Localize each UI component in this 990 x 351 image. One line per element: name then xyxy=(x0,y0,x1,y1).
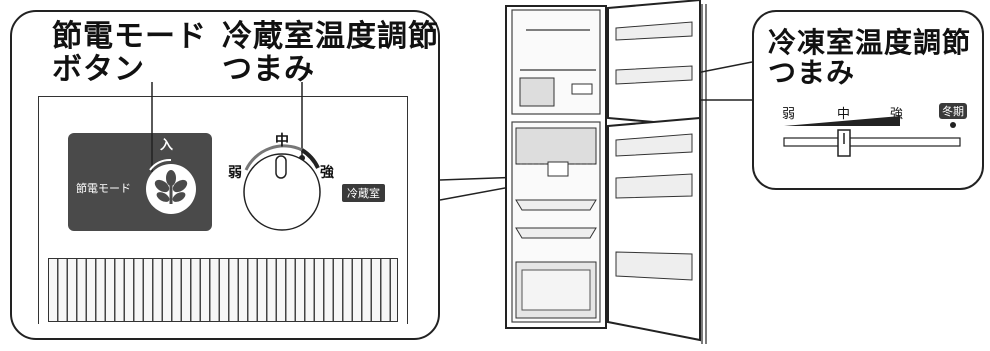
knob-strong-label: 強 xyxy=(320,165,334,181)
fridge-temp-knob-title: 冷蔵室温度調節 つまみ xyxy=(222,20,439,86)
save-mode-label: 節電モード xyxy=(76,182,131,195)
leaf-icon xyxy=(154,170,188,204)
fridge-knob-title-line2: つまみ xyxy=(222,52,315,87)
scale-weak-label: 弱 xyxy=(782,107,796,122)
vent-grille xyxy=(48,258,398,322)
fridge-illustration xyxy=(505,0,707,344)
right-callout-box xyxy=(752,10,984,190)
scale-mid-label: 中 xyxy=(837,107,851,122)
freezer-knob-title-line1: 冷凍室温度調節 xyxy=(768,26,972,59)
save-mode-button-title: 節電モード ボタン xyxy=(52,20,207,86)
fridge-temp-knob[interactable] xyxy=(232,140,332,236)
knob-mid-label: 中 xyxy=(275,133,289,149)
freezer-knob-title: 冷凍室温度調節 つまみ xyxy=(768,28,971,88)
freezer-slider[interactable] xyxy=(770,114,970,164)
save-mode-title-line2: ボタン xyxy=(52,52,145,87)
knob-weak-label: 弱 xyxy=(228,165,242,181)
save-mode-title-line1: 節電モード xyxy=(52,19,207,54)
save-mode-button[interactable] xyxy=(140,158,202,220)
on-label: 入 xyxy=(160,138,174,153)
fridge-knob-title-line1: 冷蔵室温度調節 xyxy=(222,19,439,54)
freezer-knob-title-line2: つまみ xyxy=(768,56,856,89)
fridge-badge: 冷蔵室 xyxy=(342,184,385,202)
winter-badge: 冬期 xyxy=(939,103,967,119)
